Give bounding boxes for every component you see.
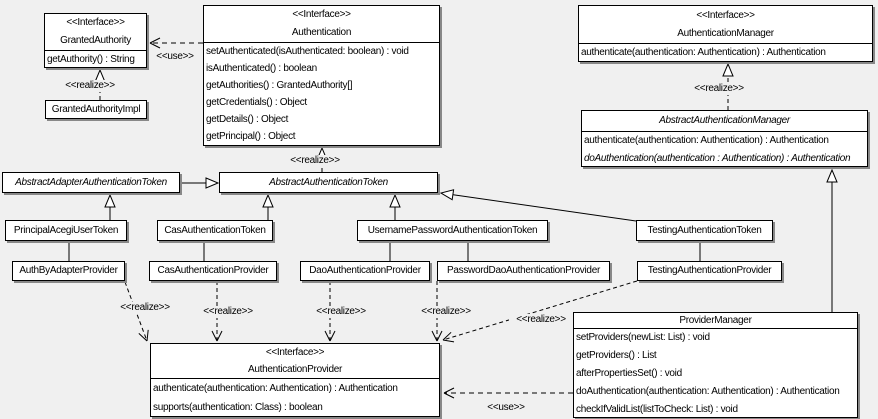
class-name: TestingAuthenticationProvider xyxy=(647,265,772,276)
class-box-abstract-authentication-manager[interactable]: AbstractAuthenticationManager authentica… xyxy=(581,110,868,167)
multiplicity-plus: + xyxy=(80,236,86,247)
edge-label-use: <<use>> xyxy=(145,51,205,63)
class-box-auth-by-adapter-provider[interactable]: AuthByAdapterProvider xyxy=(12,261,125,281)
class-box-granted-authority[interactable]: <<Interface>> GrantedAuthority getAuthor… xyxy=(44,13,147,68)
class-method: afterPropertiesSet() : void xyxy=(576,368,682,379)
class-method: getCredentials() : Object xyxy=(206,97,307,108)
edge-label-use: <<use>> xyxy=(476,402,536,414)
class-name: Authentication xyxy=(291,27,352,38)
class-box-authentication-provider[interactable]: <<Interface>> AuthenticationProvider aut… xyxy=(150,343,440,417)
class-method: doAuthentication(authentication : Authen… xyxy=(584,153,851,164)
class-box-abstract-adapter-authentication-token[interactable]: AbstractAdapterAuthenticationToken xyxy=(2,172,180,193)
class-name: AbstractAdapterAuthenticationToken xyxy=(15,177,167,188)
class-method: supports(authentication: Class) : boolea… xyxy=(153,402,323,413)
edge-label-realize: <<realize>> xyxy=(414,306,478,318)
class-box-testing-authentication-token[interactable]: TestingAuthenticationToken xyxy=(636,220,773,241)
class-method: isAuthenticated() : boolean xyxy=(206,63,317,74)
class-name: GrantedAuthority xyxy=(60,35,131,46)
class-box-username-password-authentication-token[interactable]: UsernamePasswordAuthenticationToken xyxy=(357,220,548,241)
edge-label-realize: <<realize>> xyxy=(196,306,260,318)
multiplicity-plus: + xyxy=(215,236,221,247)
class-name: CasAuthenticationProvider xyxy=(157,265,269,276)
class-name: AuthenticationProvider xyxy=(247,364,342,375)
class-method: doAuthentication(authentication: Authent… xyxy=(576,386,840,397)
class-method: setAuthenticated(isAuthenticated: boolea… xyxy=(206,46,409,57)
edge-label-realize: <<realize>> xyxy=(687,83,751,95)
class-method: checkIfValidList(listToCheck: List) : vo… xyxy=(576,404,738,415)
class-name: DaoAuthenticationProvider xyxy=(309,265,421,276)
class-method: authenticate(authentication: Authenticat… xyxy=(581,47,826,58)
edge-label-realize: <<realize>> xyxy=(113,302,177,314)
class-name: AuthByAdapterProvider xyxy=(19,265,118,276)
class-box-authentication-manager[interactable]: <<Interface>> AuthenticationManager auth… xyxy=(578,5,873,62)
class-method: getPrincipal() : Object xyxy=(206,131,296,142)
class-method: getAuthority() : String xyxy=(47,54,135,65)
class-box-cas-authentication-token[interactable]: CasAuthenticationToken xyxy=(157,220,273,241)
edge-label-realize: <<realize>> xyxy=(58,80,122,92)
class-name: TestingAuthenticationToken xyxy=(647,225,762,236)
multiplicity-plus: + xyxy=(369,236,375,247)
class-stereotype: <<Interface>> xyxy=(265,347,325,358)
multiplicity-plus: + xyxy=(399,236,405,247)
class-name: ProviderManager xyxy=(679,315,752,326)
class-name: CasAuthenticationToken xyxy=(164,225,266,236)
class-method: setProviders(newList: List) : void xyxy=(576,332,710,343)
class-name: AuthenticationManager xyxy=(677,28,774,39)
edge-label-realize: <<realize>> xyxy=(309,306,373,318)
class-name: GrantedAuthorityImpl xyxy=(51,104,141,115)
class-method: getDetails() : Object xyxy=(206,114,289,125)
multiplicity-plus: + xyxy=(48,236,54,247)
edge-label-realize: <<realize>> xyxy=(283,155,347,167)
class-stereotype: <<Interface>> xyxy=(292,9,351,20)
class-name: PasswordDaoAuthenticationProvider xyxy=(447,265,600,276)
class-box-authentication[interactable]: <<Interface>> Authentication setAuthenti… xyxy=(203,5,440,146)
multiplicity-plus: + xyxy=(712,236,718,247)
class-name: UsernamePasswordAuthenticationToken xyxy=(367,225,538,236)
class-method: getAuthorities() : GrantedAuthority[] xyxy=(206,80,353,91)
class-name: PrincipalAcegiUserToken xyxy=(13,225,119,236)
class-name: AbstractAuthenticationManager xyxy=(659,115,790,126)
edge-label-realize: <<realize>> xyxy=(509,314,573,326)
multiplicity-plus: + xyxy=(480,236,486,247)
class-method: getProviders() : List xyxy=(576,350,657,361)
class-box-abstract-authentication-token[interactable]: AbstractAuthenticationToken xyxy=(219,172,438,193)
class-method: authenticate(authentication: Authenticat… xyxy=(153,383,398,394)
multiplicity-plus: + xyxy=(186,236,192,247)
multiplicity-plus: + xyxy=(682,236,688,247)
class-box-cas-authentication-provider[interactable]: CasAuthenticationProvider xyxy=(149,261,277,281)
multiplicity-plus: + xyxy=(450,236,456,247)
class-box-password-dao-authentication-provider[interactable]: PasswordDaoAuthenticationProvider xyxy=(437,261,610,281)
class-box-dao-authentication-provider[interactable]: DaoAuthenticationProvider xyxy=(300,261,430,281)
class-stereotype: <<Interface>> xyxy=(696,10,755,21)
class-name: AbstractAuthenticationToken xyxy=(269,177,388,188)
class-stereotype: <<Interface>> xyxy=(66,17,125,28)
class-box-testing-authentication-provider[interactable]: TestingAuthenticationProvider xyxy=(637,261,782,281)
class-box-provider-manager[interactable]: ProviderManager setProviders(newList: Li… xyxy=(573,312,858,418)
class-box-granted-authority-impl[interactable]: GrantedAuthorityImpl xyxy=(45,100,147,119)
class-box-principal-acegi-user-token[interactable]: PrincipalAcegiUserToken xyxy=(5,220,127,241)
class-method: authenticate(authentication: Authenticat… xyxy=(584,135,829,146)
